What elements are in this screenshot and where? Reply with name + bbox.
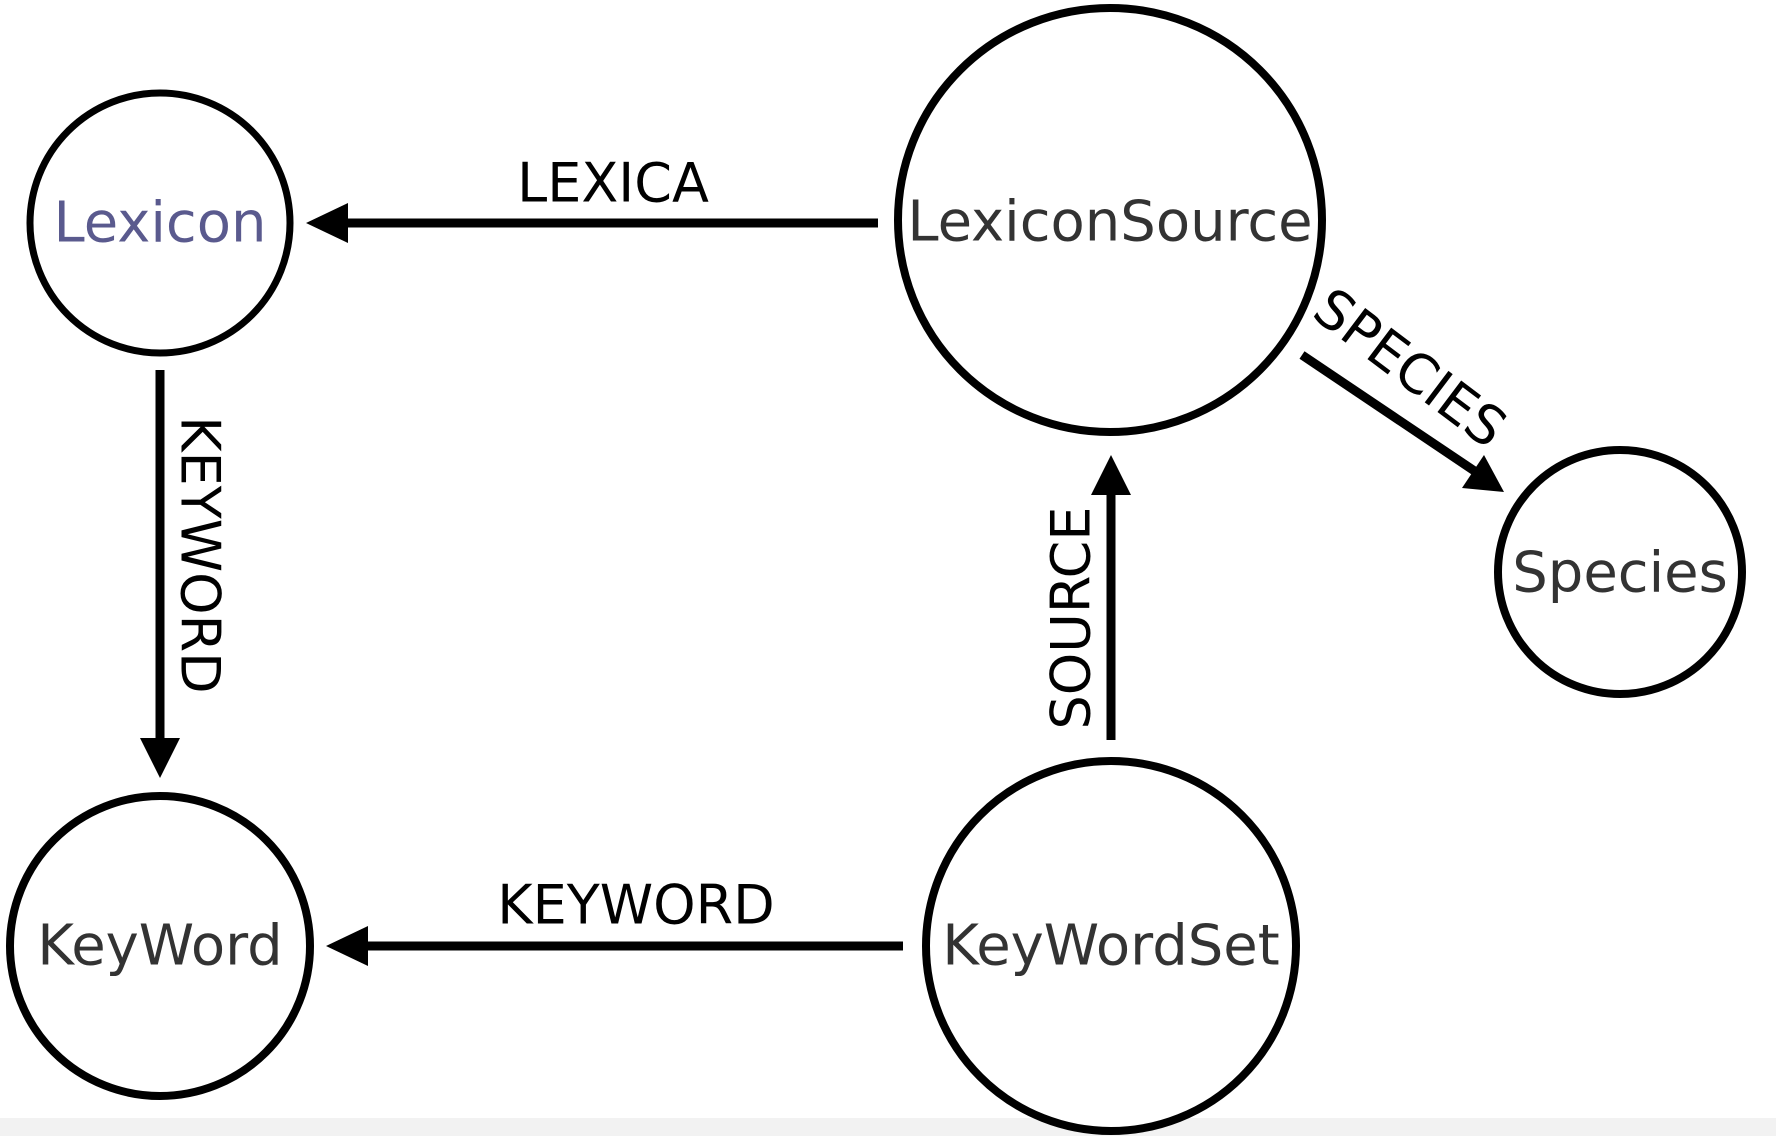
node-lexiconsource-label: LexiconSource (907, 190, 1312, 255)
node-species-label: Species (1512, 541, 1728, 606)
node-lexicon[interactable]: Lexicon (26, 89, 294, 357)
edge-species[interactable]: SPECIES (1299, 276, 1518, 492)
edge-source-arrowhead (1091, 455, 1131, 495)
edge-keyword-lexicon-label: KEYWORD (169, 416, 232, 694)
edge-lexica-arrowhead (306, 203, 348, 243)
node-lexicon-label: Lexicon (54, 191, 267, 256)
edge-source-label: SOURCE (1040, 507, 1103, 730)
node-keyword[interactable]: KeyWord (6, 792, 314, 1100)
edge-species-arrowhead (1462, 455, 1504, 492)
node-lexiconsource-circle (894, 4, 1326, 436)
node-species[interactable]: Species (1494, 446, 1746, 698)
edge-lexica-label: LEXICA (517, 152, 709, 215)
node-species-circle (1494, 446, 1746, 698)
bottom-strip (0, 1118, 1776, 1136)
edge-keyword-lexicon-arrowhead (140, 738, 180, 778)
node-keyword-circle (6, 792, 314, 1100)
node-lexiconsource[interactable]: LexiconSource (894, 4, 1326, 436)
node-keyword-label: KeyWord (37, 914, 282, 979)
edge-keyword-keywordset[interactable]: KEYWORD (326, 874, 903, 967)
edge-lexica[interactable]: LEXICA (306, 152, 878, 244)
edge-keyword-lexicon[interactable]: KEYWORD (140, 370, 232, 778)
node-keywordset-label: KeyWordSet (942, 914, 1279, 979)
edge-keyword-keywordset-arrowhead (326, 926, 368, 966)
node-lexicon-circle (26, 89, 294, 357)
node-keywordset[interactable]: KeyWordSet (922, 757, 1300, 1135)
edge-source[interactable]: SOURCE (1040, 455, 1132, 740)
edge-keyword-keywordset-label: KEYWORD (497, 874, 775, 937)
edge-species-line (1299, 351, 1479, 476)
node-keywordset-circle (922, 757, 1300, 1135)
